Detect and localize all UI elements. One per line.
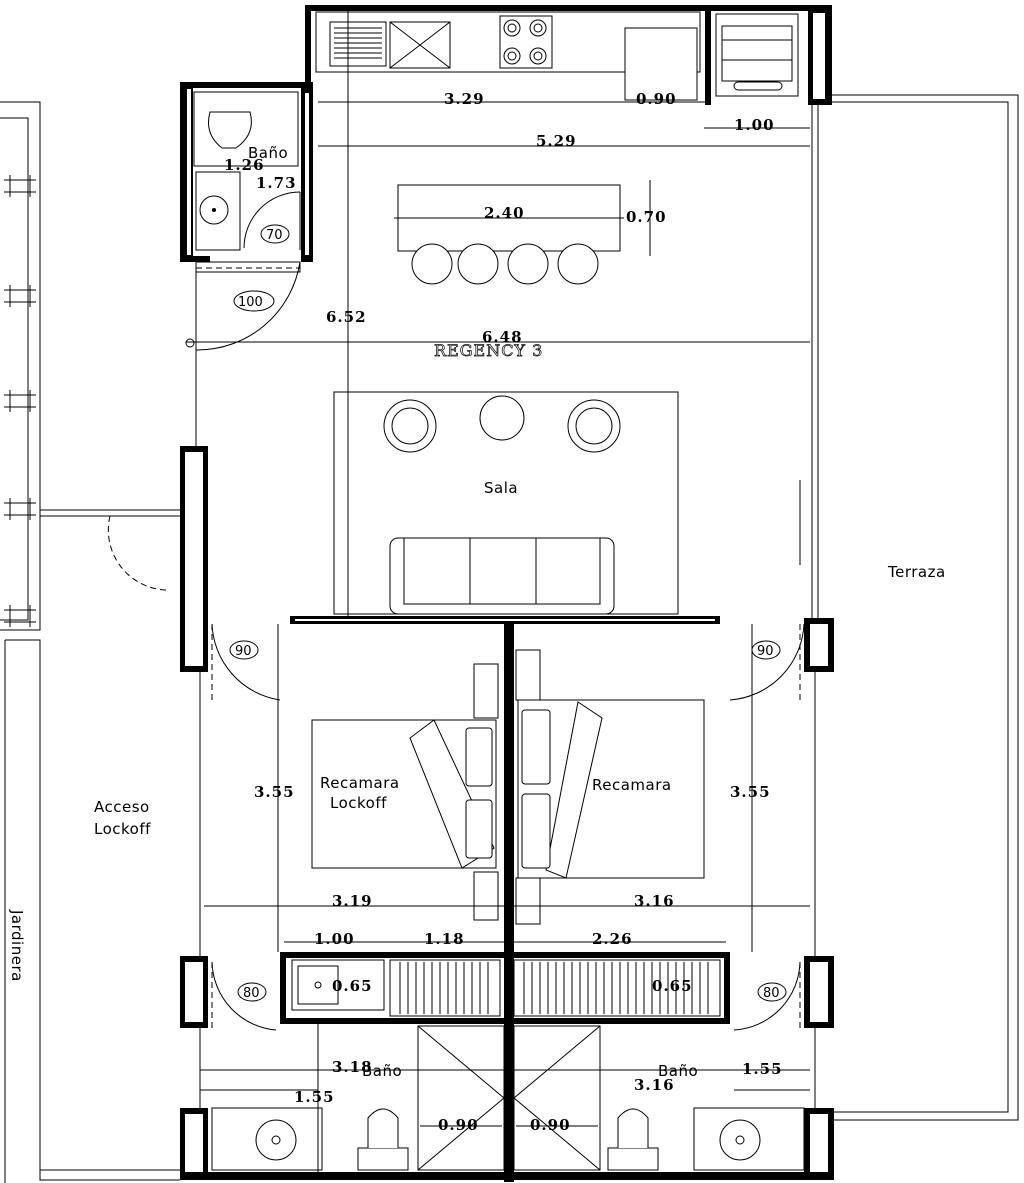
recamara-label: Recamara	[592, 776, 672, 794]
dim-label: 2.40	[484, 204, 525, 222]
entry-door: 100	[185, 261, 301, 351]
recamara-lockoff-label-2: Lockoff	[330, 794, 387, 812]
dim-label: 1.00	[314, 930, 355, 948]
acceso-lockoff-label: Acceso	[94, 798, 150, 816]
dim-label: 2.26	[592, 930, 633, 948]
dim-label: 3.16	[634, 1076, 675, 1094]
walls	[180, 5, 834, 1182]
dim-label: 6.52	[326, 308, 367, 326]
dim-label: 5.29	[536, 132, 577, 150]
dim-label: 1.73	[256, 174, 297, 192]
jardinera-area: Jardinera	[0, 101, 180, 1183]
acceso-lockoff-label-2: Lockoff	[94, 820, 151, 838]
door-label: 100	[238, 295, 263, 310]
dim-label: 3.55	[730, 783, 771, 801]
dim-label: 3.29	[444, 90, 485, 108]
dim-label: 1.55	[742, 1060, 783, 1078]
recamara: Recamara 90	[515, 623, 805, 925]
terraza-label: Terraza	[887, 563, 946, 581]
dimension-lines	[186, 10, 810, 1172]
room-labels: Baño Acceso Lockoff	[94, 144, 288, 838]
dim-label: 0.90	[438, 1116, 479, 1134]
door-label: 80	[243, 986, 260, 1001]
dim-label: 0.65	[332, 977, 373, 995]
bottom-bathrooms: Baño Baño	[211, 1025, 805, 1171]
kitchen	[315, 11, 799, 101]
dim-label: 0.90	[530, 1116, 571, 1134]
door-label: 90	[757, 644, 774, 659]
bottom-bath-doors: 80 80	[211, 961, 801, 1031]
dim-label: 3.18	[332, 1058, 373, 1076]
terraza-area: Terraza	[832, 94, 1019, 1121]
sala-label: Sala	[484, 479, 518, 497]
dim-label: 0.65	[652, 977, 693, 995]
bano-bottom-right-label: Baño	[658, 1062, 698, 1080]
dim-label: 3.16	[634, 892, 675, 910]
door-label: 80	[763, 986, 780, 1001]
bano-bottom-left-label: Baño	[362, 1062, 402, 1080]
dim-label: 1.18	[424, 930, 465, 948]
closets	[291, 959, 721, 1017]
door-label: 70	[266, 228, 283, 243]
jardinera-label: Jardinera	[8, 909, 26, 982]
bathroom-top-fixtures: 70	[193, 91, 301, 251]
kitchen-island	[397, 184, 621, 285]
door-label: 90	[235, 644, 252, 659]
project-title: REGENCY 3	[434, 341, 543, 360]
sala-furniture: Sala	[333, 391, 679, 615]
dim-label: 3.55	[254, 783, 295, 801]
dim-label: 1.26	[224, 156, 265, 174]
dim-label: 3.19	[332, 892, 373, 910]
bano-top-label: Baño	[248, 144, 288, 162]
dim-label: 0.70	[626, 208, 667, 226]
recamara-lockoff: Recamara Lockoff 90	[211, 623, 499, 921]
dim-label: 1.00	[734, 116, 775, 134]
dim-label: 0.90	[636, 90, 677, 108]
dimension-labels: 3.29 0.90 1.00 5.29 1.26 1.73 2.40 0.70 …	[224, 90, 783, 1134]
dim-label: 6.48	[482, 328, 523, 346]
recamara-lockoff-label: Recamara	[320, 774, 400, 792]
dim-label: 1.55	[294, 1088, 335, 1106]
